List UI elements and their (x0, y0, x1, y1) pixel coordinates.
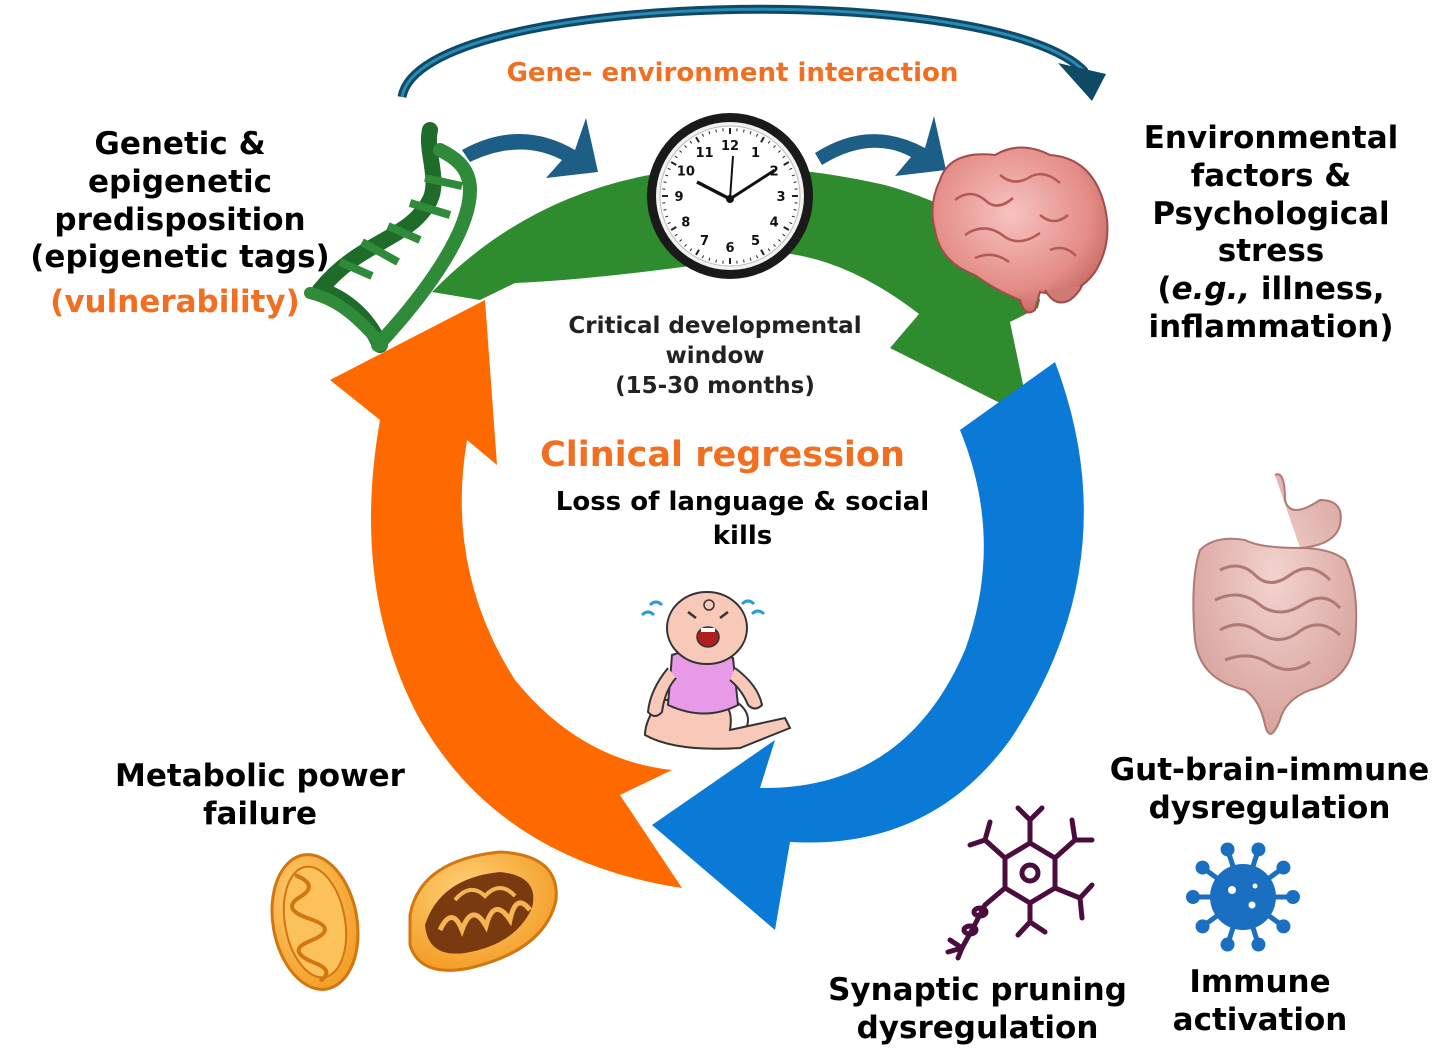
loss-of-language-label: Loss of language & social kills (555, 487, 930, 551)
genetic-label: Genetic & epigenetic predisposition (epi… (30, 126, 330, 276)
clinical-regression-label: Clinical regression (540, 435, 905, 475)
gut-icon (1192, 473, 1358, 735)
clock-tick (760, 136, 765, 143)
neuron-icon (945, 805, 1095, 961)
clock-tick (684, 145, 687, 149)
clock-tick (679, 150, 683, 153)
clock-tick (670, 226, 677, 231)
clock-tick (743, 129, 745, 133)
clock-tick (783, 161, 790, 166)
clock-tick (684, 243, 687, 247)
clock-tick (695, 136, 700, 143)
orange-cycle-arrow (330, 300, 682, 888)
clock-numeral: 5 (751, 234, 760, 249)
clock-tick (791, 174, 795, 177)
virus-spike-tip (1251, 842, 1266, 857)
clock-numeral: 12 (721, 139, 739, 154)
virus-spike-tip (1276, 860, 1291, 875)
clock-tick (767, 248, 771, 252)
clock-tick (674, 233, 678, 237)
virus-spike-tip (1251, 937, 1266, 952)
clock-numeral: 9 (674, 190, 683, 205)
green-cycle-arrow (432, 167, 1040, 418)
virus-spike-tip (1186, 890, 1200, 904)
clock-tick (701, 133, 705, 137)
clock-numeral: 1 (751, 146, 760, 161)
clock-tick (777, 239, 781, 242)
clock-tick (665, 174, 669, 177)
virus-spike-tip (1276, 919, 1291, 934)
clock-numeral: 6 (725, 241, 734, 256)
clock-icon: 121234567891011 (647, 113, 813, 279)
clock-tick (708, 131, 711, 135)
clock-tick (663, 181, 667, 183)
gene-environment-label: Gene- environment interaction (506, 58, 959, 88)
clock-numeral: 3 (776, 190, 785, 205)
metabolic-failure-label: Metabolic power failure (115, 758, 405, 832)
clock-tick (777, 150, 781, 153)
clock-tick (708, 257, 711, 261)
clock-tick (701, 255, 705, 259)
clock-tick (670, 161, 677, 166)
clock-tick (773, 145, 776, 149)
immune-activation-label: Immune activation (1172, 964, 1348, 1038)
clock-numeral: 7 (700, 234, 709, 249)
clock-tick (679, 239, 683, 242)
virus-spike-tip (1195, 919, 1210, 934)
small-arrow-right (815, 116, 946, 176)
synaptic-pruning-label: Synaptic pruning dysregulation (828, 972, 1127, 1046)
clock-tick (760, 249, 765, 256)
clock-numeral: 11 (695, 146, 713, 161)
clock-tick (749, 131, 752, 135)
clock-tick (789, 167, 793, 171)
blue-cycle-arrow (652, 362, 1084, 930)
vulnerability-label: (vulnerability) (50, 284, 300, 320)
clock-tick (791, 215, 795, 218)
dna-icon (304, 122, 478, 353)
clock-tick (789, 221, 793, 225)
clock-tick (667, 167, 671, 171)
clock-tick (793, 181, 797, 183)
virus-icon (1186, 842, 1300, 952)
clock-tick (674, 155, 678, 159)
small-arrow-left (462, 118, 598, 178)
clock-tick (782, 233, 786, 237)
clock-tick (667, 221, 671, 225)
mitochondria-icon (270, 850, 558, 991)
curved-arrow-top (397, 4, 1106, 101)
clock-tick (663, 209, 667, 211)
clock-tick (665, 215, 669, 218)
clock-tick (715, 259, 717, 263)
clock-tick (689, 140, 693, 144)
clock-tick (749, 257, 752, 261)
crying-baby-icon (640, 591, 792, 750)
clock-tick (695, 249, 700, 256)
clock-tick (783, 226, 790, 231)
virus-spike-tip (1220, 937, 1235, 952)
clock-tick (782, 155, 786, 159)
virus-spike-tip (1195, 860, 1210, 875)
clock-numeral: 8 (681, 216, 690, 231)
clock-tick (743, 259, 745, 263)
clock-tick (689, 248, 693, 252)
clock-numeral: 10 (677, 165, 695, 180)
gut-brain-immune-label: Gut-brain-immune dysregulation (1109, 752, 1430, 826)
clock-numeral: 4 (770, 216, 779, 231)
clock-tick (755, 255, 759, 259)
brain-icon (931, 146, 1109, 314)
clock-tick (773, 243, 776, 247)
clock-tick (755, 133, 759, 137)
clock-tick (793, 209, 797, 211)
virus-spike-tip (1286, 890, 1300, 904)
virus-spike-tip (1220, 842, 1235, 857)
clock-tick (767, 140, 771, 144)
environmental-label: Environmental factors & Psychological st… (1143, 120, 1399, 346)
clock-tick (715, 129, 717, 133)
critical-window-label: Critical developmental window (15-30 mon… (568, 313, 862, 399)
